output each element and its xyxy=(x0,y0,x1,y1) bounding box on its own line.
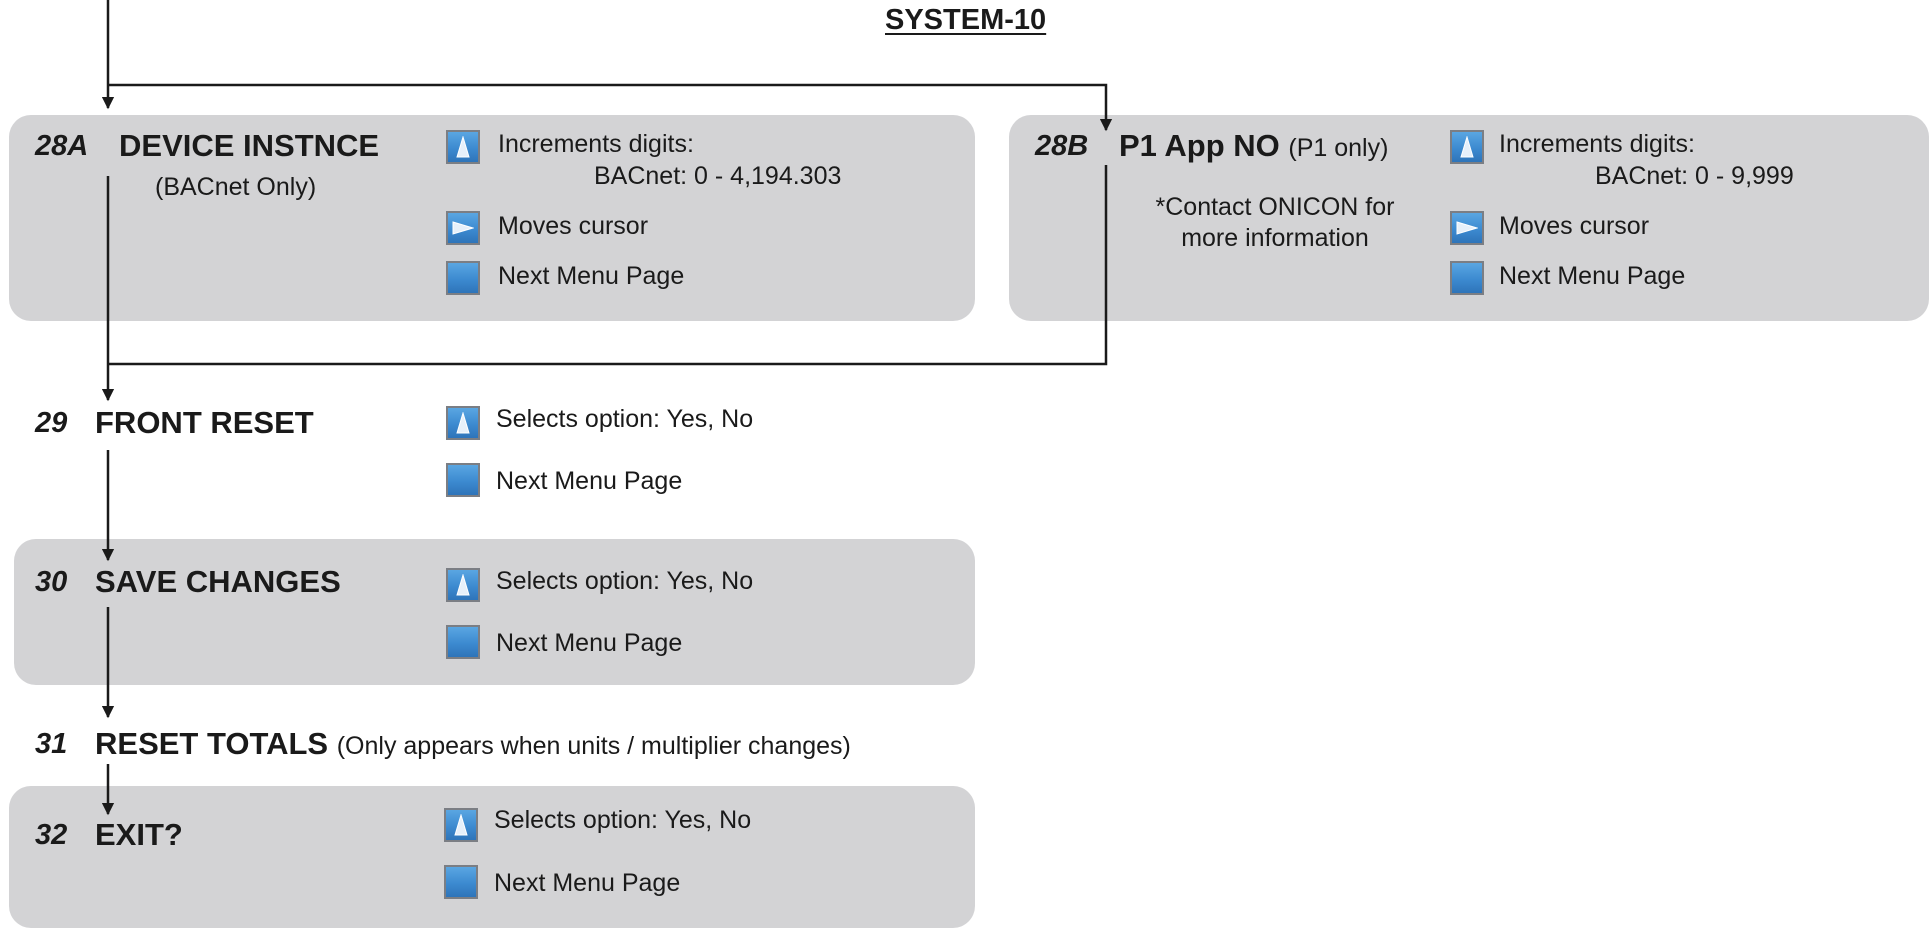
note-line-2: more information xyxy=(1181,224,1369,252)
increment-text-28a: Increments digits: xyxy=(498,130,694,158)
step-number-28a: 28A xyxy=(35,130,89,162)
step-label-31: RESET TOTALS (Only appears when units / … xyxy=(95,726,851,762)
step-number-30: 30 xyxy=(35,566,68,598)
up-arrow-key-icon xyxy=(446,406,480,440)
step-label-32: EXIT? xyxy=(95,817,183,852)
note-line-1: *Contact ONICON for xyxy=(1155,193,1395,221)
increment-text-28b: Increments digits: xyxy=(1499,130,1695,158)
up-arrow-key-icon xyxy=(444,808,478,842)
enter-key-icon xyxy=(446,463,480,497)
step-label-31-suffix: (Only appears when units / multiplier ch… xyxy=(336,732,851,760)
next-text-28b: Next Menu Page xyxy=(1499,262,1686,290)
enter-key-icon xyxy=(1450,261,1484,295)
next-text-30: Next Menu Page xyxy=(496,629,683,657)
select-text-32: Selects option: Yes, No xyxy=(494,806,752,834)
range-text-28a: BACnet: 0 - 4,194.303 xyxy=(594,162,842,190)
step-note-28b: *Contact ONICON for more information xyxy=(1140,192,1410,254)
right-arrow-key-icon xyxy=(446,211,480,245)
step-label-28b-text: P1 App NO xyxy=(1119,128,1280,163)
step-label-29: FRONT RESET xyxy=(95,405,314,440)
panel-30 xyxy=(14,539,975,685)
step-label-28b: P1 App NO (P1 only) xyxy=(1119,128,1388,164)
step-number-31: 31 xyxy=(35,728,68,760)
step-number-28b: 28B xyxy=(1035,130,1089,162)
up-arrow-key-icon xyxy=(1450,130,1484,164)
panel-32 xyxy=(9,786,975,928)
enter-key-icon xyxy=(446,625,480,659)
range-text-28b: BACnet: 0 - 9,999 xyxy=(1595,162,1794,190)
cursor-text-28b: Moves cursor xyxy=(1499,212,1650,240)
step-number-29: 29 xyxy=(35,407,68,439)
step-label-31-text: RESET TOTALS xyxy=(95,726,329,761)
up-arrow-key-icon xyxy=(446,568,480,602)
panel-28a xyxy=(9,115,975,321)
next-text-28a: Next Menu Page xyxy=(498,262,685,290)
next-text-32: Next Menu Page xyxy=(494,869,681,897)
next-text-29: Next Menu Page xyxy=(496,467,683,495)
step-label-30: SAVE CHANGES xyxy=(95,564,341,599)
step-note-28a: (BACnet Only) xyxy=(155,173,317,201)
step-number-32: 32 xyxy=(35,819,68,851)
diagram-title: SYSTEM-10 xyxy=(885,4,1047,36)
cursor-text-28a: Moves cursor xyxy=(498,212,649,240)
up-arrow-key-icon xyxy=(446,130,480,164)
enter-key-icon xyxy=(446,261,480,295)
select-text-30: Selects option: Yes, No xyxy=(496,567,754,595)
enter-key-icon xyxy=(444,865,478,899)
step-label-28b-suffix: (P1 only) xyxy=(1288,134,1389,162)
right-arrow-key-icon xyxy=(1450,211,1484,245)
step-label-28a: DEVICE INSTNCE xyxy=(119,128,380,163)
select-text-29: Selects option: Yes, No xyxy=(496,405,754,433)
